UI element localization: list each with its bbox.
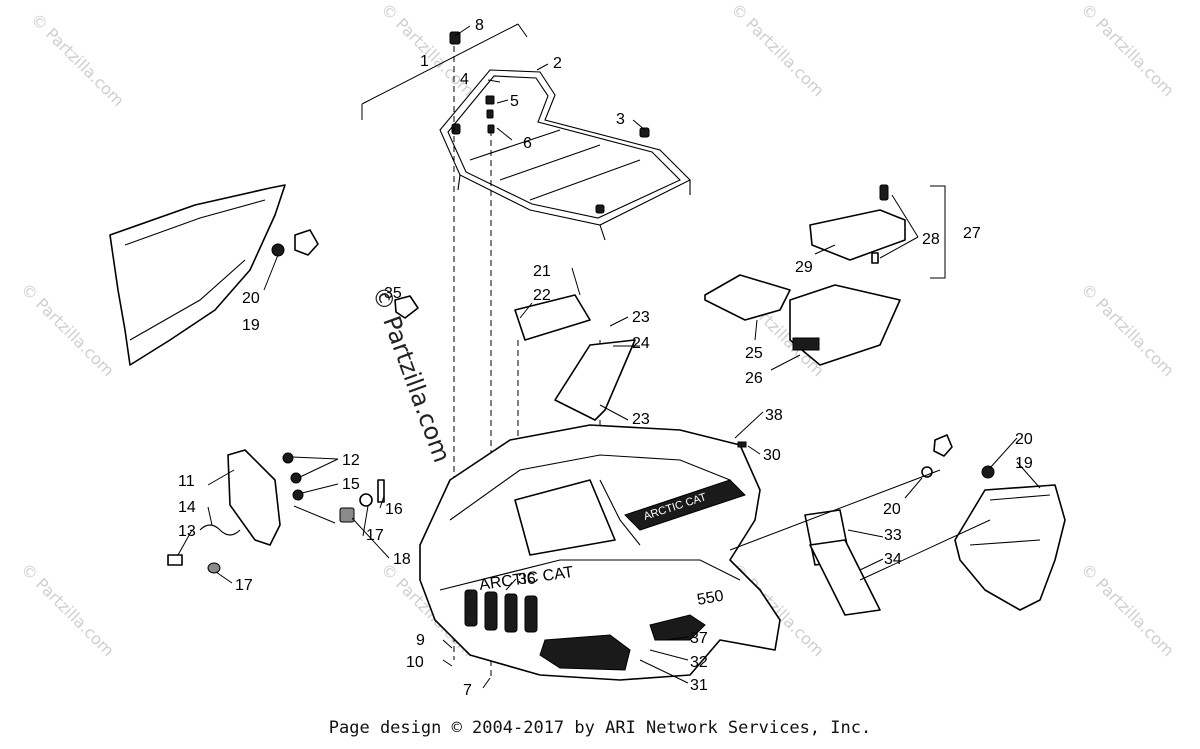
callout-11: 11 <box>178 473 195 490</box>
watermark-text: © Partzilla.com <box>1077 279 1178 380</box>
callout-3: 3 <box>616 111 625 128</box>
callout-27: 27 <box>963 225 981 242</box>
leader-lines <box>177 25 1041 689</box>
callout-23b: 23 <box>632 411 650 428</box>
watermark-text: © Partzilla.com <box>17 559 118 660</box>
callout-6: 6 <box>523 135 532 152</box>
callout-26: 26 <box>745 370 763 387</box>
callout-14: 14 <box>178 499 196 516</box>
watermark-text: © Partzilla.com <box>17 279 118 380</box>
left-side-panel <box>109 184 319 366</box>
callout-2: 2 <box>553 55 562 72</box>
callout-20a: 20 <box>242 290 260 307</box>
storage-lid <box>809 184 946 279</box>
callout-17b: 17 <box>235 577 253 594</box>
front-rack <box>439 69 691 241</box>
callout-23a: 23 <box>632 309 650 326</box>
callout-38: 38 <box>765 407 783 424</box>
rack-hardware <box>449 31 495 134</box>
callout-37: 37 <box>690 630 708 647</box>
callout-32: 32 <box>690 654 708 671</box>
side-decal <box>624 479 746 531</box>
callout-13: 13 <box>178 523 196 540</box>
grille <box>464 589 538 633</box>
callout-28: 28 <box>922 231 940 248</box>
front-fender: ARCTIC CAT 550 ARCTIC CAT <box>419 424 781 681</box>
watermark-text: © Partzilla.com <box>1077 0 1178 100</box>
callout-labels: 1 2 3 4 5 6 8 19 20 21 22 23 24 23 35 25… <box>178 17 1033 699</box>
callout-9: 9 <box>416 632 425 649</box>
callout-19a: 19 <box>242 317 260 334</box>
headlight-right <box>649 614 706 641</box>
rack-bracket <box>361 23 528 120</box>
clip-35 <box>394 295 419 319</box>
callout-20c: 20 <box>883 501 901 518</box>
callout-30: 30 <box>763 447 781 464</box>
callout-8: 8 <box>475 17 484 34</box>
callout-17a: 17 <box>366 527 384 544</box>
callout-15: 15 <box>342 476 360 493</box>
headlight-left <box>539 634 631 671</box>
callout-4: 4 <box>460 71 469 88</box>
storage-tray <box>704 274 901 366</box>
callout-21: 21 <box>533 263 551 280</box>
callout-10: 10 <box>406 654 424 671</box>
callout-33: 33 <box>884 527 902 544</box>
watermark-text: © Partzilla.com <box>727 0 828 100</box>
callout-29: 29 <box>795 259 813 276</box>
callout-20b: 20 <box>1015 431 1033 448</box>
grommet-20 <box>271 243 285 257</box>
callout-7: 7 <box>463 682 472 699</box>
center-access-panel <box>514 294 636 421</box>
rack-nut-3 <box>639 127 650 138</box>
callout-18: 18 <box>393 551 411 568</box>
callout-22: 22 <box>533 287 551 304</box>
callout-1: 1 <box>420 53 429 70</box>
watermark-text: © Partzilla.com <box>1077 559 1178 660</box>
callout-34: 34 <box>884 551 902 568</box>
callout-16: 16 <box>385 501 403 518</box>
footer-copyright: Page design © 2004-2017 by ARI Network S… <box>328 718 872 738</box>
callout-24: 24 <box>632 335 650 352</box>
callout-25: 25 <box>745 345 763 362</box>
headlight-assembly <box>167 449 385 574</box>
decal-model: 550 <box>696 588 725 609</box>
callout-31: 31 <box>690 677 708 694</box>
screw-30 <box>737 441 747 448</box>
decal-sheets <box>729 469 991 616</box>
callout-12: 12 <box>342 452 360 469</box>
callout-35: 35 <box>384 285 402 302</box>
callout-36: 36 <box>518 571 536 588</box>
bolt-8 <box>449 31 461 45</box>
right-side-panel <box>921 434 1066 611</box>
callout-5: 5 <box>510 93 519 110</box>
callout-19b: 19 <box>1015 455 1033 472</box>
watermark-text: © Partzilla.com <box>27 9 128 110</box>
